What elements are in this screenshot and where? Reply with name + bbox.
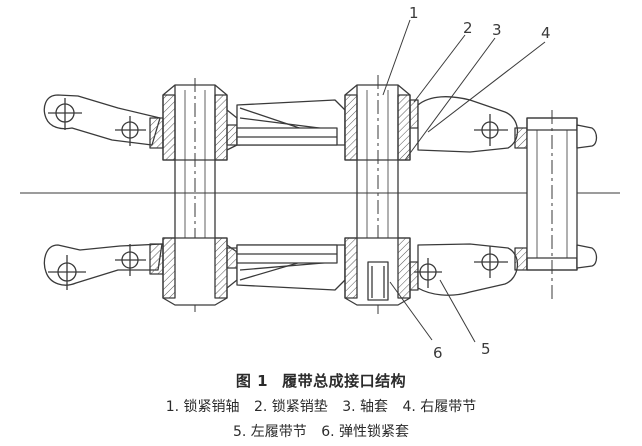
track-assembly-drawing: 1 2 3 4 5 6 (20, 4, 620, 362)
legend-line-1: 1. 锁紧销轴 2. 锁紧销垫 3. 轴套 4. 右履带节 (0, 396, 642, 416)
right-track-link-bottom (414, 243, 528, 296)
figure-caption-title: 图 1 履带总成接口结构 (0, 370, 642, 391)
legend-item-left-track-link: 5. 左履带节 (232, 424, 307, 440)
legend-item-locking-pin-washer: 2. 锁紧销垫 (253, 399, 328, 415)
center-pin-assembly (344, 75, 419, 318)
middle-track-link-bottom (236, 244, 346, 291)
figure-title: 履带总成接口结构 (282, 372, 407, 390)
callout-6: 6 (433, 344, 443, 362)
right-track-link-top (417, 96, 528, 153)
callout-3: 3 (492, 21, 502, 39)
figure-number: 图 1 (235, 372, 269, 390)
leader-lines (382, 19, 546, 343)
callout-4: 4 (541, 24, 551, 42)
legend-item-bushing: 3. 轴套 (342, 399, 389, 415)
right-bushing (526, 110, 598, 300)
middle-track-link-top (236, 99, 346, 146)
callout-5: 5 (481, 340, 491, 358)
left-track-link-top (43, 94, 161, 146)
legend-item-elastic-locking-sleeve: 6. 弹性锁紧套 (321, 424, 410, 440)
legend-item-locking-pin: 1. 锁紧销轴 (165, 399, 240, 415)
legend-line-2: 5. 左履带节 6. 弹性锁紧套 (0, 421, 642, 441)
left-pin-assembly (149, 78, 241, 312)
callout-2: 2 (463, 19, 473, 37)
callout-1: 1 (409, 4, 419, 22)
left-track-link-bottom (43, 243, 163, 290)
legend-item-right-track-link: 4. 右履带节 (402, 399, 477, 415)
